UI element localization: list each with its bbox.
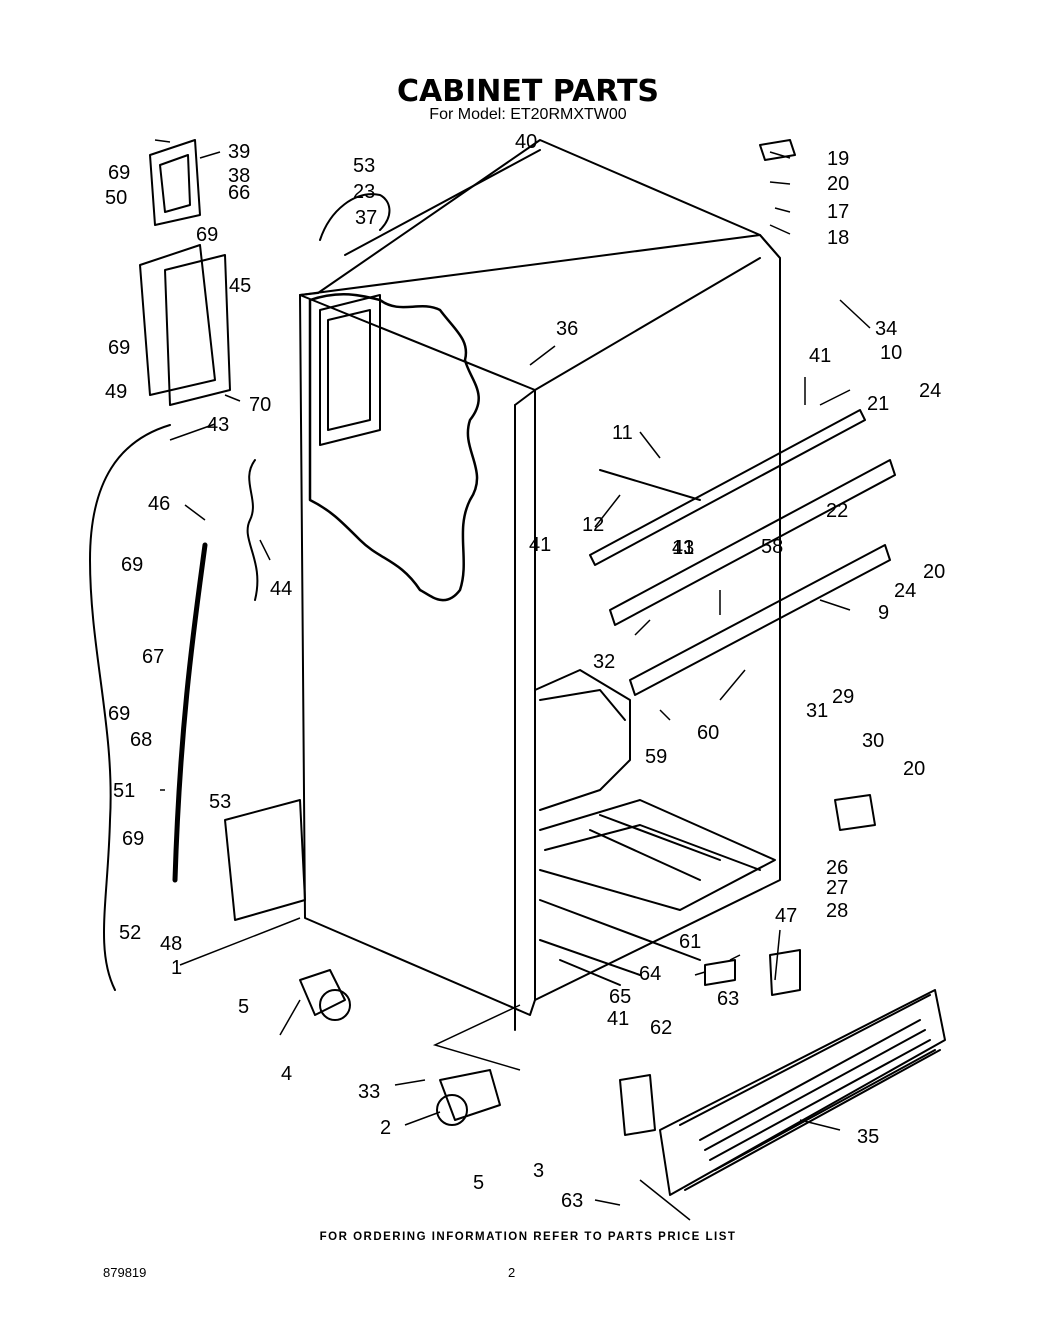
callout-label: 24	[919, 380, 941, 402]
callout-label: 41	[809, 345, 831, 367]
callout-label: 13	[672, 537, 694, 559]
ordering-info-note: FOR ORDERING INFORMATION REFER TO PARTS …	[319, 1231, 737, 1243]
callout-label: 63	[561, 1190, 583, 1212]
callout-label: 26	[826, 857, 848, 879]
callout-label: 50	[105, 187, 127, 209]
callout-label: 69	[196, 224, 218, 246]
callout-label: 51	[113, 780, 135, 802]
callout-label: 59	[645, 746, 667, 768]
callout-label: 53	[209, 791, 231, 813]
small-parts	[224, 139, 876, 1136]
callout-label: 41	[672, 537, 694, 559]
callout-label: 5	[473, 1172, 484, 1194]
cutaway-outline	[308, 292, 480, 602]
callout-label: 41	[529, 534, 551, 556]
callout-label: 44	[270, 578, 292, 600]
callout-label: 27	[826, 877, 848, 899]
page-number: 2	[508, 1265, 516, 1280]
callout-label: 60	[697, 722, 719, 744]
callout-label: 63	[717, 988, 739, 1010]
callout-label: 69	[122, 828, 144, 850]
callout-label: 43	[207, 414, 229, 436]
callout-label: 2	[380, 1117, 391, 1139]
callout-label: 24	[894, 580, 916, 602]
callout-label: 47	[775, 905, 797, 927]
callout-label: 62	[650, 1017, 672, 1039]
callout-label: 21	[867, 393, 889, 415]
document-number: 879819	[103, 1265, 147, 1280]
callout-label: 53	[353, 155, 375, 177]
callout-labels: 69 39 38 53 40 19 20 66 23 37 17 50 69 1…	[105, 131, 945, 1212]
callout-label: 41	[607, 1008, 629, 1030]
callout-label: 1	[171, 957, 182, 979]
callout-label: 28	[826, 900, 848, 922]
callout-label: 32	[593, 651, 615, 673]
callout-label: 11	[612, 422, 633, 444]
callout-label: 45	[229, 275, 251, 297]
callout-label: 69	[108, 162, 130, 184]
callout-label: 64	[639, 963, 661, 985]
callout-label: 20	[903, 758, 925, 780]
grille	[659, 989, 946, 1196]
callout-label: 30	[862, 730, 884, 752]
callout-label: 58	[761, 536, 783, 558]
callout-label: 65	[609, 986, 631, 1008]
callout-label: 22	[826, 500, 848, 522]
callout-label: 52	[119, 922, 141, 944]
cabinet-shell	[299, 139, 781, 1031]
callout-label: 35	[857, 1126, 879, 1148]
callout-label: 18	[827, 227, 849, 249]
interior-lines	[534, 669, 776, 986]
callout-label: 68	[130, 729, 152, 751]
model-subtitle: For Model: ET20RMXTW00	[429, 106, 627, 123]
callout-label: 3	[533, 1160, 544, 1182]
callout-label: 67	[142, 646, 164, 668]
callout-label: 19	[827, 148, 849, 170]
callout-label: 9	[878, 602, 889, 624]
callout-label: 48	[160, 933, 182, 955]
callout-label: 17	[827, 201, 849, 223]
callout-label: 20	[923, 561, 945, 583]
callout-label: 37	[355, 207, 377, 229]
page-title: CABINET PARTS	[396, 74, 660, 109]
callout-label: 12	[582, 514, 604, 536]
callout-label: 36	[556, 318, 578, 340]
callout-label: 5	[238, 996, 249, 1018]
callout-label: 38	[228, 165, 250, 187]
left-panels	[139, 139, 231, 406]
callout-label: 61	[679, 931, 701, 953]
callout-label: 29	[832, 686, 854, 708]
callout-label: 69	[108, 703, 130, 725]
callout-label: 69	[108, 337, 130, 359]
callout-label: 33	[358, 1081, 380, 1103]
callout-label: 39	[228, 141, 250, 163]
callout-label: 34	[875, 318, 897, 340]
callout-label: 31	[806, 700, 828, 722]
callout-label: 46	[148, 493, 170, 515]
callout-label: 23	[353, 181, 375, 203]
callout-label: 4	[281, 1063, 292, 1085]
callout-label: 70	[249, 394, 271, 416]
divider-rails	[589, 409, 896, 696]
callout-label: 49	[105, 381, 127, 403]
callout-label: 20	[827, 173, 849, 195]
callout-label: 10	[880, 342, 902, 364]
cords	[89, 193, 391, 991]
callout-label: 66	[228, 182, 250, 204]
callout-label: 69	[121, 554, 143, 576]
leader-lines	[154, 139, 871, 1221]
callout-label: 40	[515, 131, 537, 153]
